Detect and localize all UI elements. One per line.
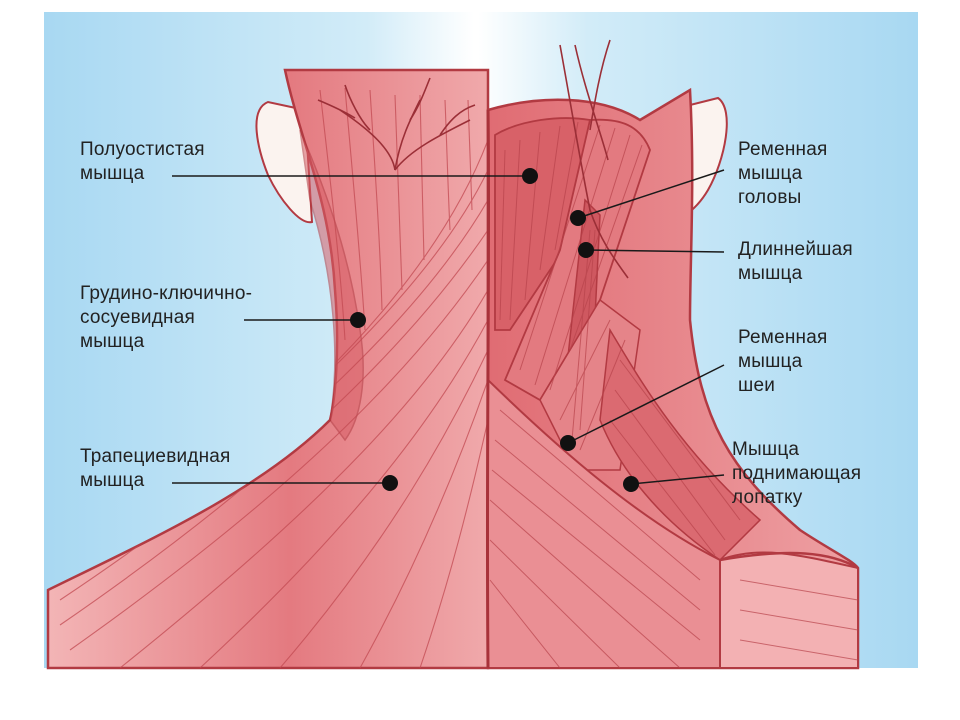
label-splenius-cervicis-line-1: Ременная (738, 327, 828, 348)
label-longissimus-line-1: Длиннейшая (738, 239, 853, 260)
label-splenius-capitis-line-1: Ременная (738, 139, 828, 160)
marker-splenius-cervicis (560, 435, 576, 451)
marker-splenius-capitis (570, 210, 586, 226)
marker-trapezius (382, 475, 398, 491)
label-levator-scapulae-line-3: лопатку (732, 487, 803, 508)
label-longissimus-line-2: мышца (738, 263, 803, 284)
label-splenius-capitis: Ременная мышца головы (738, 138, 827, 210)
left-ear (255, 100, 314, 224)
marker-semispinalis (522, 168, 538, 184)
label-trapezius: Трапециевидная мышца (80, 445, 231, 493)
label-levator-scapulae-line-1: Мышца (732, 439, 800, 460)
marker-longissimus (578, 242, 594, 258)
label-levator-scapulae: Мышца поднимающая лопатку (732, 438, 861, 510)
label-splenius-capitis-line-3: головы (738, 187, 802, 208)
greater-occipital-nerve (559, 39, 629, 279)
vertebral-midline (485, 109, 491, 669)
label-longissimus: Длиннейшая мышца (738, 238, 853, 286)
label-splenius-cervicis-line-3: шеи (738, 375, 776, 396)
scapula-edge (719, 551, 858, 668)
leader-longissimus (585, 249, 725, 253)
occipital-nerves (317, 77, 476, 171)
label-semispinalis-line-2: мышца (80, 163, 145, 184)
label-sternocleidomastoid: Грудино-ключично- сосуевидная мышца (80, 282, 252, 354)
marker-levator-scapulae (623, 476, 639, 492)
label-semispinalis: Полуостистая мышца (80, 138, 205, 186)
label-trapezius-line-2: мышца (80, 470, 145, 491)
label-sternocleidomastoid-line-1: Грудино-ключично- (80, 283, 253, 304)
marker-sternocleidomastoid (350, 312, 366, 328)
leader-levator-scapulae (630, 474, 725, 485)
label-splenius-cervicis: Ременная мышца шеи (738, 326, 827, 398)
leader-splenius-cervicis (567, 364, 725, 444)
leader-splenius-capitis (577, 169, 725, 219)
splenius-capitis-muscle (503, 118, 651, 402)
right-muscle-groups (488, 117, 858, 668)
label-semispinalis-line-1: Полуостистая (80, 139, 205, 160)
label-sternocleidomastoid-line-3: мышца (80, 331, 145, 352)
label-levator-scapulae-line-2: поднимающая (732, 463, 862, 484)
label-trapezius-line-1: Трапециевидная (80, 446, 231, 467)
sternocleidomastoid-muscle (299, 129, 364, 442)
label-sternocleidomastoid-line-2: сосуевидная (80, 307, 195, 328)
label-splenius-cervicis-line-2: мышца (738, 351, 803, 372)
label-splenius-capitis-line-2: мышца (738, 163, 803, 184)
shoulder-outline (719, 551, 859, 570)
